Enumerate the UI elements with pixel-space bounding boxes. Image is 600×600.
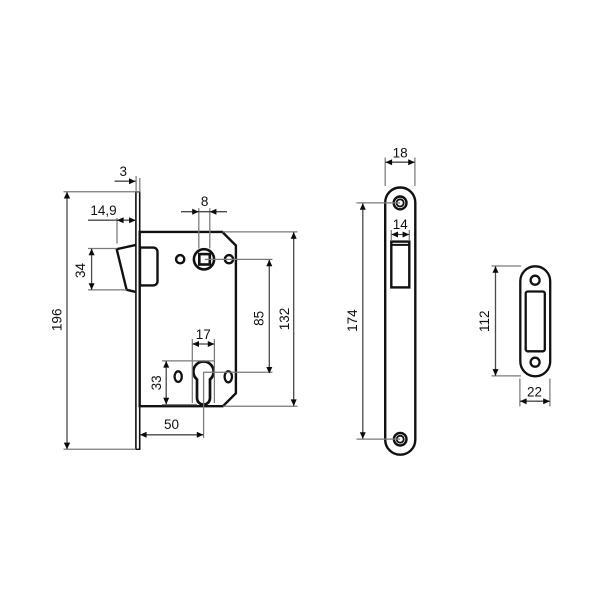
svg-text:8: 8 [201, 194, 209, 209]
svg-text:14,9: 14,9 [90, 203, 116, 218]
svg-text:132: 132 [277, 308, 292, 331]
svg-text:17: 17 [196, 327, 211, 342]
svg-text:50: 50 [164, 417, 179, 432]
svg-text:196: 196 [50, 309, 65, 332]
svg-text:34: 34 [73, 263, 88, 279]
svg-text:112: 112 [477, 310, 492, 332]
svg-text:14: 14 [393, 217, 409, 232]
svg-text:33: 33 [149, 375, 164, 390]
svg-text:174: 174 [345, 309, 360, 332]
svg-text:22: 22 [527, 384, 542, 399]
svg-text:3: 3 [119, 164, 127, 179]
svg-text:18: 18 [393, 145, 408, 160]
svg-text:85: 85 [252, 311, 267, 326]
